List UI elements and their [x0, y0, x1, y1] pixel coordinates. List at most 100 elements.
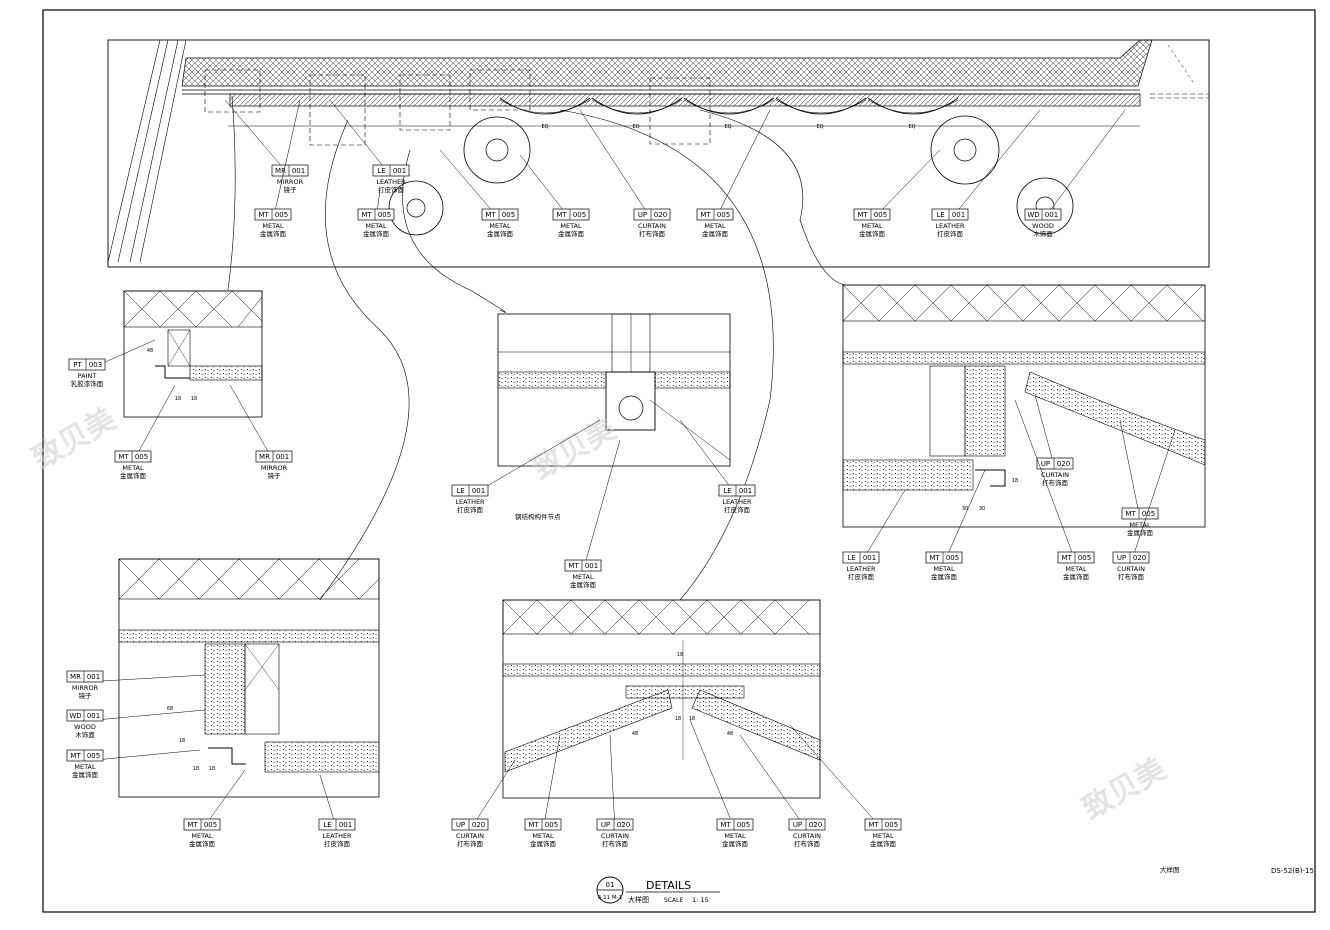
tag-code: MT: [118, 453, 129, 461]
leader-line: [84, 674, 206, 683]
tag-number: 020: [1133, 554, 1146, 562]
tag-material-cn: 打布饰面: [1118, 572, 1145, 581]
tag-material-cn: 金属饰面: [260, 229, 287, 238]
tag-number: 001: [292, 167, 305, 175]
tag-material-cn: 金属饰面: [1127, 528, 1154, 537]
tag-code: MT: [868, 821, 879, 829]
tag-number: 005: [275, 211, 288, 219]
tag-number: 005: [717, 211, 730, 219]
outer-border: [42, 9, 1316, 913]
leader-line: [272, 99, 301, 221]
plan-view: [107, 39, 1210, 601]
leader-line: [1042, 109, 1126, 221]
dimension-label: 48: [632, 731, 638, 737]
scale-value: 1: 15: [692, 896, 709, 904]
tag-material-cn: 金属饰面: [870, 839, 897, 848]
tag-number: 005: [1142, 510, 1155, 518]
tag-box: [552, 208, 590, 221]
tag-code: MT: [700, 211, 711, 219]
tag-box: [451, 818, 489, 831]
tag-material-cn: 打布饰面: [602, 839, 629, 848]
tag-material-en: CURTAIN: [793, 832, 821, 840]
tag-material-cn: 金属饰面: [1063, 572, 1090, 581]
tag-number: 001: [87, 712, 100, 720]
tag-box: [931, 208, 969, 221]
sheet-ref: 6.11 M-1: [598, 895, 622, 901]
tag-material-en: METAL: [532, 832, 554, 840]
tag-number: 005: [135, 453, 148, 461]
tag-code: LE: [847, 554, 855, 562]
tag-material-en: CURTAIN: [456, 832, 484, 840]
tag-box: [255, 450, 293, 463]
leader-line: [789, 724, 884, 831]
tag-code: LE: [377, 167, 385, 175]
tag-box: [1024, 208, 1062, 221]
details-title-cn: 大样图: [628, 895, 649, 904]
tag-number: 005: [87, 752, 100, 760]
tag-code: LE: [936, 211, 944, 219]
tag-code: MR: [70, 673, 81, 681]
tag-code: UP: [638, 211, 647, 219]
tag-material-cn: 镜子: [284, 185, 298, 194]
tag-box: [318, 818, 356, 831]
leader-line: [1119, 419, 1141, 520]
tag-box: [66, 670, 104, 683]
tag-material-cn: 金属饰面: [189, 839, 216, 848]
leader-line: [439, 149, 501, 221]
leader-line: [949, 109, 1041, 221]
tag-material-en: METAL: [122, 464, 144, 472]
tag-material-cn: 镜子: [79, 691, 93, 700]
dimension-label: 30: [979, 506, 985, 512]
tag-box: [66, 709, 104, 722]
tag-box: [696, 208, 734, 221]
tag-number: 001: [393, 167, 406, 175]
tag-box: [481, 208, 519, 221]
dimension-label: EQ: [724, 124, 731, 130]
tag-material-en: CURTAIN: [1041, 471, 1069, 479]
tag-code: MT: [70, 752, 81, 760]
leader-line: [84, 709, 206, 722]
tag-material-en: METAL: [560, 222, 582, 230]
tag-material-en: METAL: [933, 565, 955, 573]
leader-line: [1130, 429, 1176, 564]
tag-box: [788, 818, 826, 831]
tag-box: [853, 208, 891, 221]
tag-code: WD: [1027, 211, 1039, 219]
tag-number: 003: [89, 361, 102, 369]
tag-material-en: METAL: [872, 832, 894, 840]
tag-box: [718, 484, 756, 497]
watermark: 致贝美: [527, 412, 622, 487]
dimension-label: 18: [675, 716, 681, 722]
dimension-label: 18: [193, 766, 199, 772]
tag-box: [524, 818, 562, 831]
tag-number: 001: [472, 487, 485, 495]
dimension-label: EQ: [632, 124, 639, 130]
leader-line: [609, 734, 616, 831]
tag-material-en: MIRROR: [261, 464, 288, 472]
tag-number: 020: [1057, 460, 1070, 468]
leader-line: [739, 734, 808, 831]
leader-line: [1014, 399, 1077, 564]
tag-box: [114, 450, 152, 463]
tag-number: 005: [885, 821, 898, 829]
tag-box: [564, 559, 602, 572]
tag-material-cn: 木饰面: [75, 730, 95, 739]
tag-material-en: METAL: [262, 222, 284, 230]
tag-code: UP: [456, 821, 465, 829]
dimension-label: 18: [209, 766, 215, 772]
tag-number: 005: [545, 821, 558, 829]
tag-number: 001: [585, 562, 598, 570]
drawing-number: DS-52(B)-15: [1271, 867, 1314, 875]
tag-code: LE: [723, 487, 731, 495]
tag-code: UP: [601, 821, 610, 829]
tag-number: 020: [617, 821, 630, 829]
